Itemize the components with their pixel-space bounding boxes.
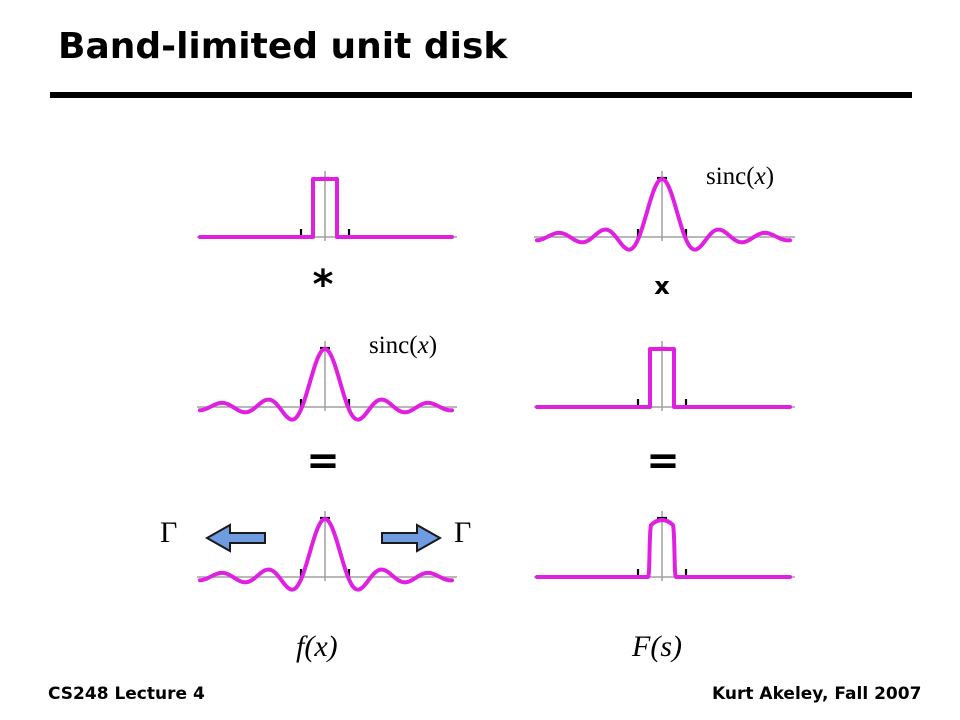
fx-label: f(x) [296, 630, 338, 663]
footer-left: CS248 Lecture 4 [48, 684, 205, 704]
sinc-fn: sinc [369, 332, 410, 359]
sinc-open: ( [409, 332, 418, 359]
gamma-left: Γ [160, 516, 178, 549]
sinc-var: x [754, 163, 766, 190]
convolve-operator: * [312, 262, 334, 308]
slide-title: Band-limited unit disk [58, 26, 508, 67]
sinc-label-top-right: sinc(x) [706, 163, 774, 191]
multiply-operator: x [654, 272, 670, 300]
sinc-var: x [417, 332, 429, 359]
equals-right: = [646, 438, 680, 484]
sinc-fn: sinc [706, 163, 747, 190]
plot-box-result [534, 511, 795, 581]
sinc-close: ) [765, 163, 775, 190]
sinc-label-middle-left: sinc(x) [369, 332, 437, 360]
plot-box-left [197, 171, 457, 241]
plot-sinc-left-curve [198, 347, 454, 422]
gamma-right: Γ [454, 516, 472, 549]
sinc-open: ( [746, 163, 755, 190]
equals-left: = [306, 438, 340, 484]
plot-sinc-result [197, 511, 457, 592]
plot-sinc-left [197, 341, 457, 422]
plot-box-right [534, 341, 795, 411]
plot-sinc-right-curve [535, 177, 792, 252]
footer-right: Kurt Akeley, Fall 2007 [712, 684, 922, 704]
Fs-label: F(s) [632, 630, 682, 663]
left-arrow [204, 523, 266, 553]
title-rule [50, 92, 912, 98]
right-arrow [381, 523, 443, 553]
plot-sinc-result-curve [198, 517, 454, 592]
plot-sinc-right [534, 171, 795, 252]
plot-box-result-curve [535, 518, 792, 579]
plot-box-left-curve [198, 177, 454, 239]
sinc-close: ) [428, 332, 438, 359]
plot-box-right-curve [535, 347, 792, 409]
